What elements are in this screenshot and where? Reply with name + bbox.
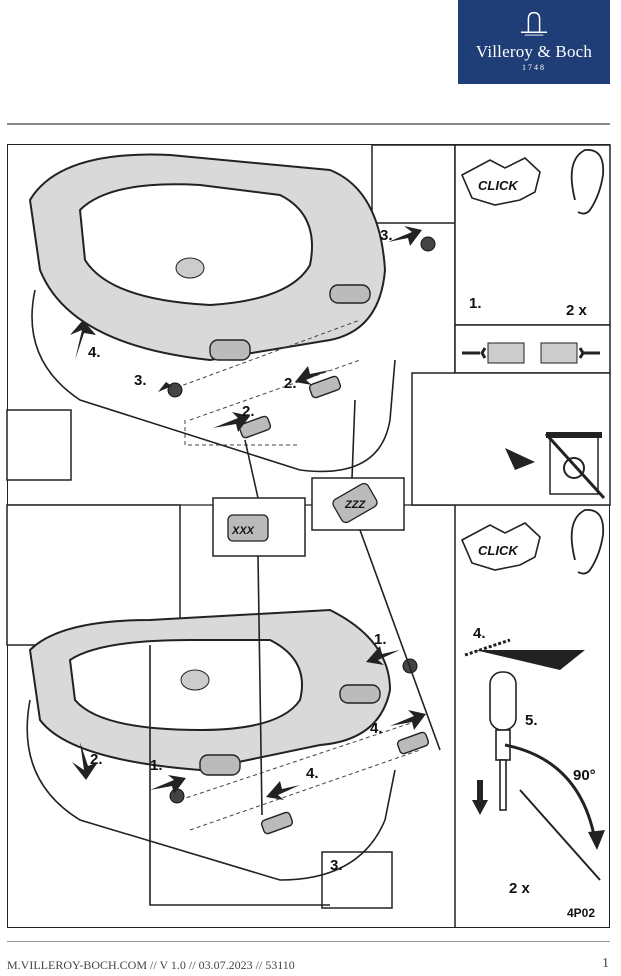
- step-5-label: 5.: [525, 712, 538, 729]
- angle-label: 90°: [573, 767, 596, 784]
- click-burst-icon-2: [460, 522, 541, 571]
- step-1-label: 1.: [469, 295, 482, 312]
- times-label: 2 x: [566, 302, 588, 319]
- nut-detail-box-left: [6, 409, 72, 481]
- page-number: 1: [602, 956, 609, 971]
- click-text: CLICK: [478, 178, 519, 193]
- step-4-label-top: 4.: [88, 344, 101, 361]
- step-4-label-d: 4.: [306, 765, 319, 782]
- step-2-label-b: 2.: [242, 403, 255, 420]
- drawing-id: 4P02: [567, 906, 595, 920]
- code-zzz-text: ZZZ: [344, 499, 366, 511]
- brand-logo: Villeroy & Boch 1748: [458, 0, 610, 84]
- glue-detail-box: [321, 851, 393, 909]
- step-3-label-b: 3.: [330, 857, 343, 874]
- brand-name: Villeroy & Boch: [475, 42, 593, 61]
- recycle-bin-icon: [544, 432, 606, 500]
- direction-arrows: [70, 226, 426, 800]
- brand-year: 1748: [522, 63, 546, 72]
- step-1-label-c: 1.: [150, 757, 163, 774]
- screwdriver-icon: [489, 671, 605, 881]
- times-label-2: 2 x: [509, 880, 531, 897]
- pin-position-box: [454, 324, 611, 374]
- step-3-label-left: 3.: [134, 372, 147, 389]
- header-rule: [7, 123, 610, 125]
- step-3-label: 3.: [380, 227, 393, 244]
- fountain-icon: [520, 11, 548, 36]
- footer-rule: [7, 941, 610, 942]
- step-4-label-c: 4.: [370, 720, 383, 737]
- nut-detail-box: [371, 144, 456, 224]
- step-4-label-b: 4.: [473, 625, 486, 642]
- code-xxx-text: XXX: [231, 525, 255, 537]
- toilet-seat-bottom: [26, 608, 396, 881]
- toilet-seat-top: [28, 153, 396, 473]
- ear-icon: [570, 149, 605, 575]
- click-text-2: CLICK: [478, 543, 519, 558]
- hinge-pins: [167, 236, 436, 835]
- click-burst-icon: [460, 157, 541, 206]
- footer-info: M.VILLEROY-BOCH.COM // V 1.0 // 03.07.20…: [7, 958, 295, 972]
- step-2-label-c: 2.: [90, 751, 103, 768]
- step-2-label-a: 2.: [284, 375, 297, 392]
- step-1-label-b: 1.: [374, 631, 387, 648]
